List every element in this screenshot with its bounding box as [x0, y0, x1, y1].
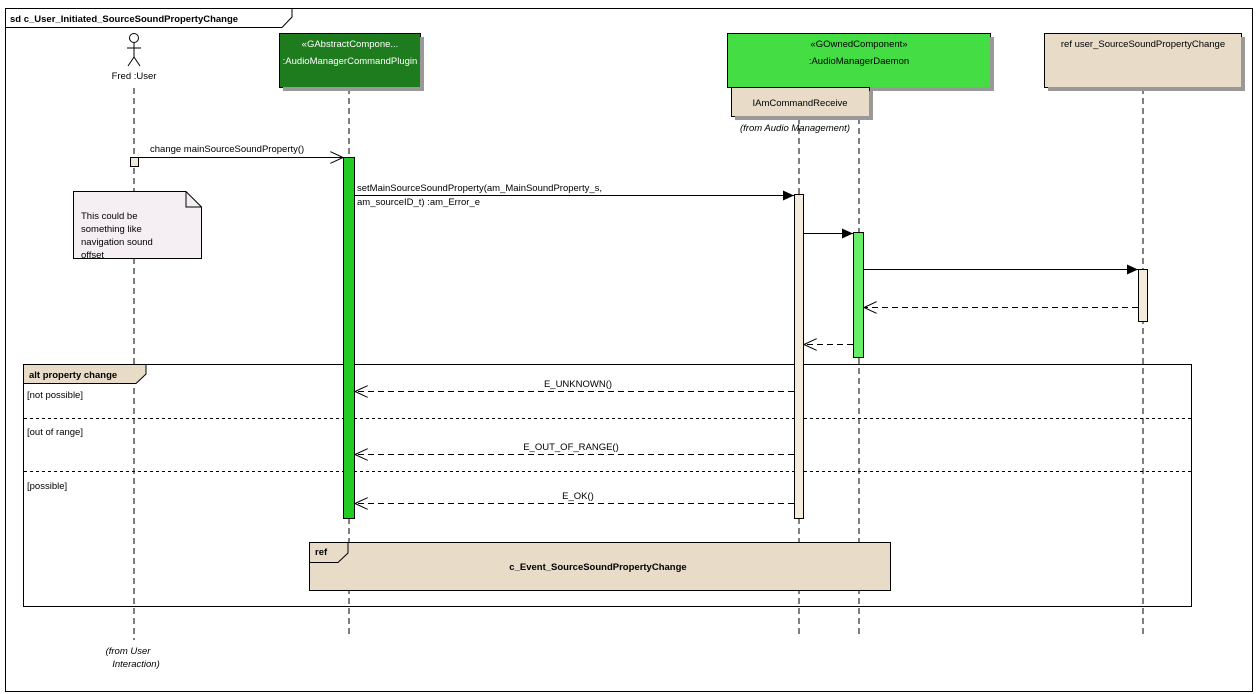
ref-name: c_Event_SourceSoundPropertyChange [509, 562, 686, 573]
frame-title: sd c_User_Initiated_SourceSoundPropertyC… [10, 14, 238, 25]
alt-fragment [23, 364, 1192, 607]
alt-guard-3: [possible] [27, 481, 67, 492]
message-change-label: change mainSourceSoundProperty() [150, 144, 304, 155]
ref-user-activation [1138, 269, 1148, 322]
interface-name: IAmCommandReceive [752, 98, 847, 109]
actor-origin-line-1: (from User [106, 646, 152, 657]
note-line-1: This could be [81, 211, 138, 222]
lifeline-head-daemon[interactable] [727, 33, 991, 88]
alt-label: alt property change [29, 370, 117, 381]
plugin-activation [343, 157, 355, 519]
lifeline-head-plugin[interactable] [279, 33, 421, 88]
interface-origin: (from Audio Management) [740, 123, 850, 134]
daemon-stereotype: «GOwnedComponent» [810, 39, 907, 50]
ref-user-name: ref user_SourceSoundPropertyChange [1061, 39, 1225, 50]
actor-stick-figure [127, 33, 141, 67]
plugin-stereotype: «GAbstractCompone... [302, 39, 399, 50]
actor-origin-line-2: Interaction) [112, 659, 160, 670]
note-box [73, 191, 202, 259]
frame-title-tab [5, 8, 293, 28]
lifeline-head-ref-user[interactable] [1044, 33, 1242, 88]
message-set-label-2: am_sourceID_t) :am_Error_e [357, 197, 480, 208]
note-line-3: navigation sound [81, 237, 153, 248]
alt-label-tab [23, 364, 147, 384]
plugin-name: :AudioManagerCommandPlugin [283, 56, 418, 67]
actor-name: Fred :User [112, 71, 157, 82]
alt-guard-1: [not possible] [27, 390, 83, 401]
return-ok-label: E_OK() [562, 491, 594, 502]
ref-tag: ref [315, 547, 328, 558]
ref-fragment[interactable] [309, 542, 891, 591]
alt-guard-2: [out of range] [27, 427, 83, 438]
return-out-of-range-label: E_OUT_OF_RANGE() [523, 442, 619, 453]
actor-activation [130, 157, 139, 167]
daemon-name: :AudioManagerDaemon [809, 56, 909, 67]
message-set-label-1: setMainSourceSoundProperty(am_MainSoundP… [357, 183, 602, 194]
return-unknown-label: E_UNKNOWN() [544, 379, 612, 390]
note-line-2: something like [81, 224, 142, 235]
interface-activation [794, 194, 804, 519]
note-line-4: offset [81, 250, 104, 261]
daemon-activation [853, 232, 864, 358]
